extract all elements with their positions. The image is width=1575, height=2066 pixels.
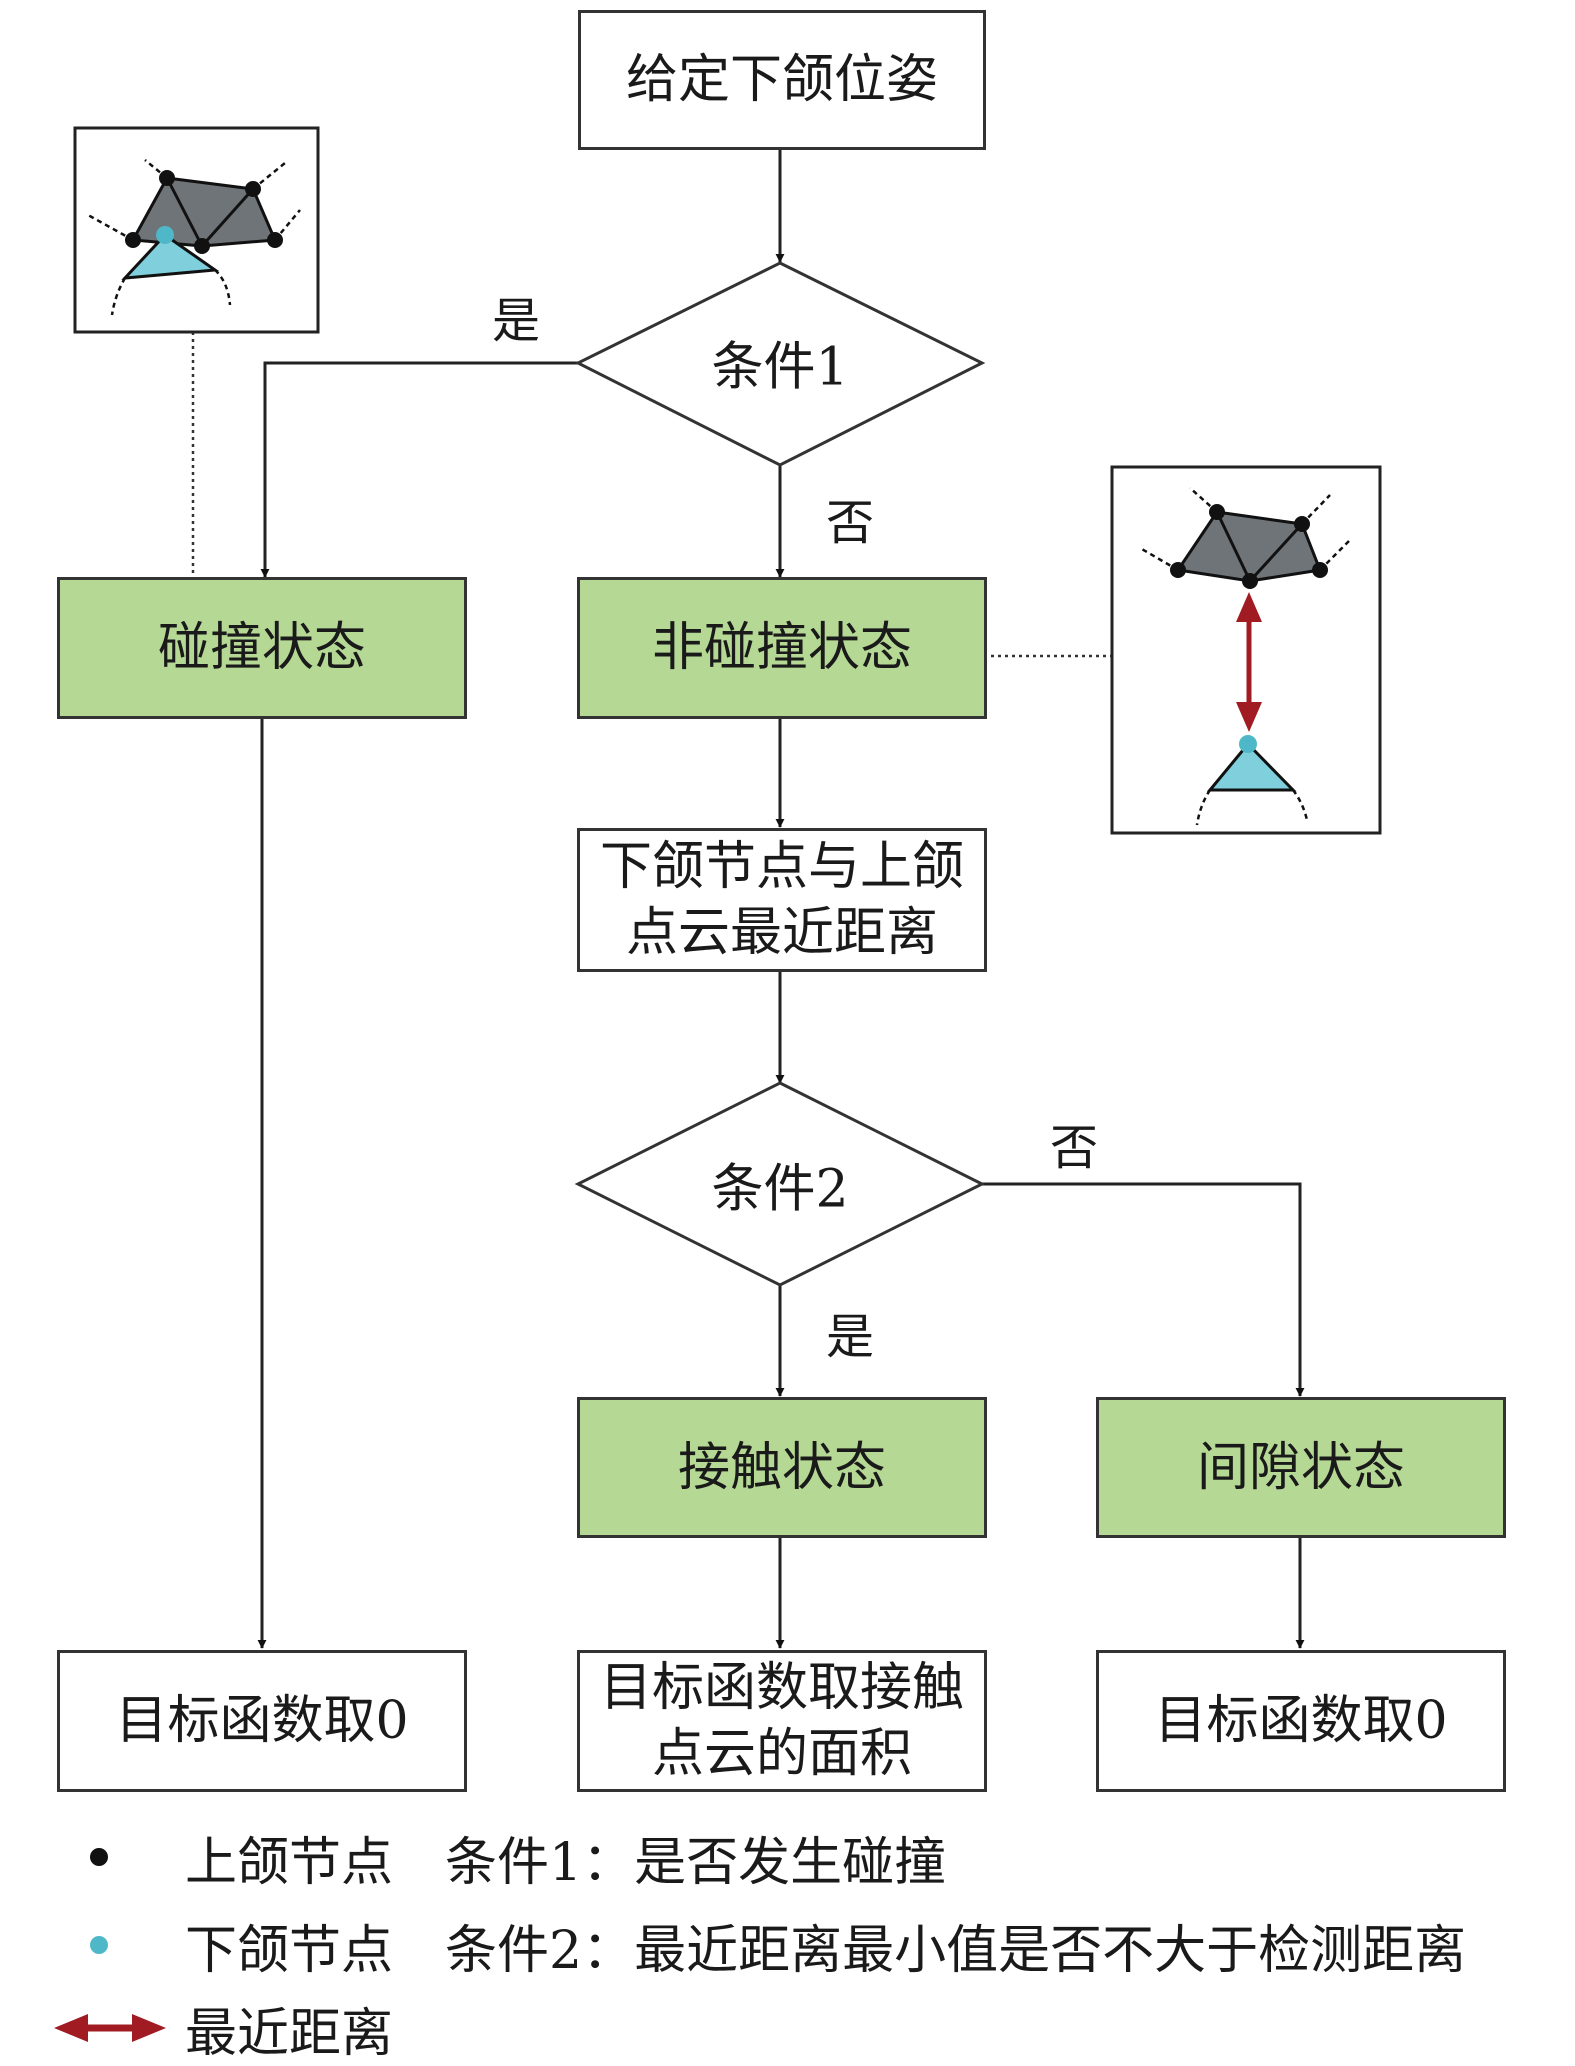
legend-condition-1: 条件1：是否发生碰撞 [445,1832,947,1893]
collision-state-node: 碰撞状态 [57,577,467,719]
collision-state-label: 碰撞状态 [157,618,366,678]
noncollision-state-label: 非碰撞状态 [651,618,912,678]
start-node: 给定下颌位姿 [578,10,986,150]
gap-state-node: 间隙状态 [1096,1397,1506,1538]
upper-node-dot [267,232,283,248]
edge-label-cond1-yes: 是 [491,293,541,349]
decision-diamond-2 [574,1081,986,1287]
objective-collision-label: 目标函数取0 [115,1691,409,1751]
objective-contact-label-line2: 点云的面积 [651,1724,912,1784]
noncollision-illustration [1110,465,1382,835]
legend-upper-node-label: 上颌节点 [185,1832,394,1893]
objective-contact-node: 目标函数取接触 点云的面积 [577,1650,987,1792]
collision-illustration [73,126,320,334]
objective-gap-node: 目标函数取0 [1096,1650,1506,1792]
upper-node-dot [245,181,261,197]
contact-state-node: 接触状态 [577,1397,987,1538]
edge-label-cond2-yes: 是 [825,1309,875,1365]
noncollision-state-node: 非碰撞状态 [577,577,987,719]
start-node-label: 给定下颌位姿 [625,50,938,110]
upper-node-dot [194,238,210,254]
connectors [257,150,1305,1649]
edge-label-cond2-no: 否 [1049,1120,1099,1176]
nearest-distance-label-line1: 下颌节点与上颌 [599,837,964,897]
black-dot-icon [90,1848,108,1866]
upper-node-dot [1242,573,1258,589]
lower-node-dot [1239,735,1257,753]
objective-collision-node: 目标函数取0 [57,1650,467,1792]
edge-label-cond1-no: 否 [825,495,875,551]
legend-lower-node-label: 下颌节点 [185,1920,394,1981]
decision-2-label: 条件2 [711,1159,849,1220]
legend-nearest-distance-label: 最近距离 [185,2003,394,2064]
nearest-distance-node: 下颌节点与上颌 点云最近距离 [577,828,987,972]
legend-condition-2: 条件2：最近距离最小值是否不大于检测距离 [445,1920,1467,1981]
lower-node-dot [156,226,174,244]
upper-node-dot [1209,504,1225,520]
edge-cond2-no [982,1182,1305,1397]
upper-node-dot [1294,516,1310,532]
upper-node-dot [1170,562,1186,578]
contact-state-label: 接触状态 [677,1437,886,1498]
double-arrow-icon [54,2014,166,2042]
gap-state-label: 间隙状态 [1196,1437,1405,1498]
decision-diamond-1 [574,261,986,467]
decision-1-label: 条件1 [711,337,849,398]
upper-node-dot [1312,562,1328,578]
objective-gap-label: 目标函数取0 [1154,1691,1448,1751]
upper-node-dot [125,232,141,248]
upper-node-dot [159,170,175,186]
objective-contact-label-line1: 目标函数取接触 [599,1658,964,1718]
nearest-distance-label-line2: 点云最近距离 [625,903,938,963]
cyan-dot-icon [90,1936,108,1954]
edge-cond1-yes [260,361,578,578]
